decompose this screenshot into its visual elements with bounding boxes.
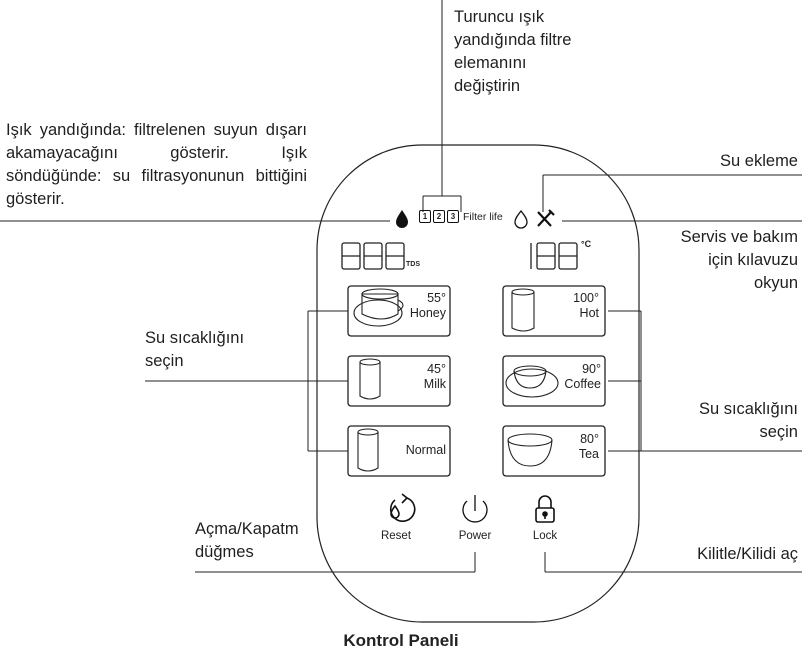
- temp-display: [530, 242, 578, 270]
- power-icon: [462, 495, 488, 523]
- coffee-button[interactable]: 90° Coffee: [552, 362, 601, 392]
- temp-select-right-line2: seçin: [759, 423, 798, 441]
- filter-number-2: 2: [433, 210, 445, 223]
- honey-button[interactable]: 55° Honey: [400, 291, 446, 321]
- hot-temp: 100°: [573, 291, 599, 305]
- temp-select-right-label: Su sıcaklığını seçin: [699, 398, 798, 444]
- water-add-label: Su ekleme: [720, 152, 798, 170]
- milk-button-frame: [347, 355, 451, 407]
- cup-icon: [353, 288, 559, 472]
- temp-select-right-line1: Su sıcaklığını: [698, 400, 798, 418]
- service-line2: için kılavuzu: [708, 251, 798, 269]
- filter-number-group: 1 2 3: [419, 210, 459, 223]
- filter-number-1: 1: [419, 210, 431, 223]
- lock-button[interactable]: Lock: [532, 530, 558, 542]
- tea-name: Tea: [578, 447, 599, 461]
- hot-button-frame: [502, 285, 606, 337]
- tea-button[interactable]: 80° Tea: [552, 432, 599, 462]
- drop-filled-icon: [396, 210, 408, 228]
- power-label-line1: Açma/Kapatm: [195, 520, 299, 538]
- milk-button[interactable]: 45° Milk: [400, 362, 446, 392]
- coffee-temp: 90°: [582, 362, 601, 376]
- normal-button[interactable]: Normal: [394, 443, 446, 458]
- drop-outline-icon: [514, 209, 528, 229]
- reset-icon: [389, 493, 416, 522]
- caption: Kontrol Paneli: [343, 631, 459, 650]
- light-indicator-label: Işık yandığında: filtrelenen suyun dışar…: [6, 121, 307, 208]
- coffee-name: Coffee: [564, 377, 601, 391]
- service-line1: Servis ve bakım: [680, 228, 798, 246]
- tea-button-frame: [502, 425, 606, 477]
- milk-temp: 45°: [427, 362, 446, 376]
- honey-temp: 55°: [427, 291, 446, 305]
- temp-unit: °C: [581, 239, 592, 249]
- power-button[interactable]: Power: [458, 530, 492, 542]
- tea-temp: 80°: [580, 432, 599, 446]
- filter-replace-line2: yandığında filtre: [454, 31, 572, 49]
- filter-replace-line4: değiştirin: [454, 77, 521, 95]
- lock-label: Kilitle/Kilidi aç: [697, 545, 798, 563]
- filter-life-label: Filter life: [463, 211, 503, 223]
- reset-button[interactable]: Reset: [380, 530, 412, 542]
- filter-replace-line3: elemanını: [454, 54, 527, 72]
- hot-button[interactable]: 100° Hot: [552, 291, 599, 321]
- hot-name: Hot: [579, 306, 599, 320]
- power-label-line2: düğmes: [195, 543, 254, 561]
- tools-icon: [537, 209, 555, 227]
- tds-display: [341, 242, 405, 270]
- tds-unit: TDS: [406, 261, 420, 268]
- control-panel-outline: [316, 144, 640, 623]
- lock-icon: [535, 495, 555, 523]
- temp-select-left-label: Su sıcaklığını seçin: [145, 327, 244, 373]
- service-label: Servis ve bakım için kılavuzu okyun: [681, 226, 798, 295]
- filter-number-3: 3: [447, 210, 459, 223]
- honey-button-frame: [347, 285, 451, 337]
- normal-button-frame: [347, 425, 451, 477]
- filter-replace-label: Turuncu ışık yandığında filtre elemanını…: [454, 6, 634, 98]
- temp-select-left-line1: Su sıcaklığını: [145, 329, 245, 347]
- temp-select-left-line2: seçin: [145, 352, 184, 370]
- filter-replace-line1: Turuncu ışık: [454, 8, 545, 26]
- service-line3: okyun: [753, 274, 798, 292]
- honey-name: Honey: [409, 306, 446, 320]
- power-label: Açma/Kapatm düğmes: [195, 518, 299, 564]
- coffee-button-frame: [502, 355, 606, 407]
- milk-name: Milk: [423, 377, 446, 391]
- normal-name: Normal: [405, 443, 446, 457]
